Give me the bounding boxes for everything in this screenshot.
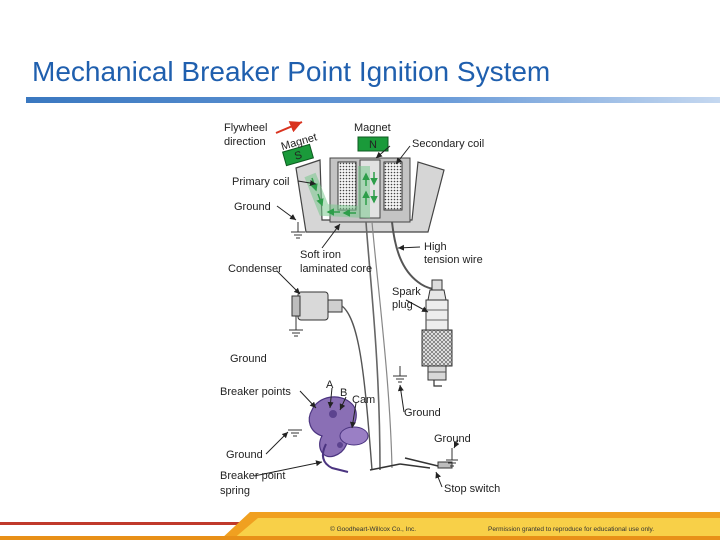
label-secondary-coil: Secondary coil bbox=[412, 138, 484, 150]
label-cam: Cam bbox=[352, 394, 375, 406]
page-title: Mechanical Breaker Point Ignition System bbox=[32, 56, 551, 87]
secondary-coil-left bbox=[337, 161, 357, 211]
breaker-point-assembly bbox=[308, 396, 369, 473]
flywheel-direction-arrow bbox=[275, 121, 303, 134]
condenser-wire bbox=[341, 305, 373, 471]
cam bbox=[339, 426, 369, 446]
primary-lead-2 bbox=[371, 221, 393, 469]
stop-switch bbox=[369, 457, 453, 471]
label-direction: direction bbox=[224, 136, 266, 148]
magnet-n-block bbox=[357, 136, 389, 152]
spark-plug bbox=[421, 279, 453, 387]
footer-band bbox=[0, 512, 720, 540]
copyright-text: © Goodheart-Willcox Co., Inc. bbox=[330, 526, 417, 533]
ground-symbol-condenser bbox=[289, 329, 303, 337]
ground-symbol-coil bbox=[291, 222, 305, 239]
label-spring: spring bbox=[220, 485, 250, 497]
label-spark: Spark bbox=[392, 286, 421, 298]
label-point-a: A bbox=[326, 379, 334, 391]
label-flywheel: Flywheel bbox=[224, 122, 267, 134]
breaker-spring bbox=[321, 443, 349, 473]
label-breaker-point: Breaker point bbox=[220, 470, 285, 482]
leader-lines bbox=[253, 145, 460, 488]
label-primary-coil: Primary coil bbox=[232, 176, 289, 188]
title-underline bbox=[26, 97, 720, 103]
magnet-s-label: S bbox=[293, 149, 303, 163]
label-ground-breaker: Ground bbox=[226, 449, 263, 461]
label-condenser: Condenser bbox=[228, 263, 282, 275]
ignition-diagram: S N bbox=[220, 121, 500, 497]
label-point-b: B bbox=[340, 387, 347, 399]
label-soft-iron: Soft iron bbox=[300, 249, 341, 261]
permission-text: Permission granted to reproduce for educ… bbox=[488, 526, 655, 533]
label-laminated-core: laminated core bbox=[300, 263, 372, 275]
magnet-n-label: N bbox=[369, 139, 377, 151]
label-ground-plug: Ground bbox=[404, 407, 441, 419]
label-ground-condenser: Ground bbox=[230, 353, 267, 365]
label-tension-wire: tension wire bbox=[424, 254, 483, 266]
label-ground-top: Ground bbox=[234, 201, 271, 213]
condenser bbox=[291, 291, 343, 330]
primary-lead bbox=[365, 221, 381, 471]
label-high: High bbox=[424, 241, 447, 253]
label-plug: plug bbox=[392, 299, 413, 311]
secondary-coil-right bbox=[383, 161, 403, 211]
ground-symbol-switch bbox=[446, 448, 458, 467]
label-ground-switch: Ground bbox=[434, 433, 471, 445]
ground-symbol-plug bbox=[393, 366, 407, 383]
label-magnet-top: Magnet bbox=[354, 122, 391, 134]
label-breaker-points: Breaker points bbox=[220, 386, 291, 398]
ground-symbol-breaker bbox=[288, 429, 302, 437]
coil-housing bbox=[295, 159, 445, 233]
magnet-s-block: S bbox=[281, 143, 315, 167]
label-stop-switch: Stop switch bbox=[444, 483, 500, 495]
